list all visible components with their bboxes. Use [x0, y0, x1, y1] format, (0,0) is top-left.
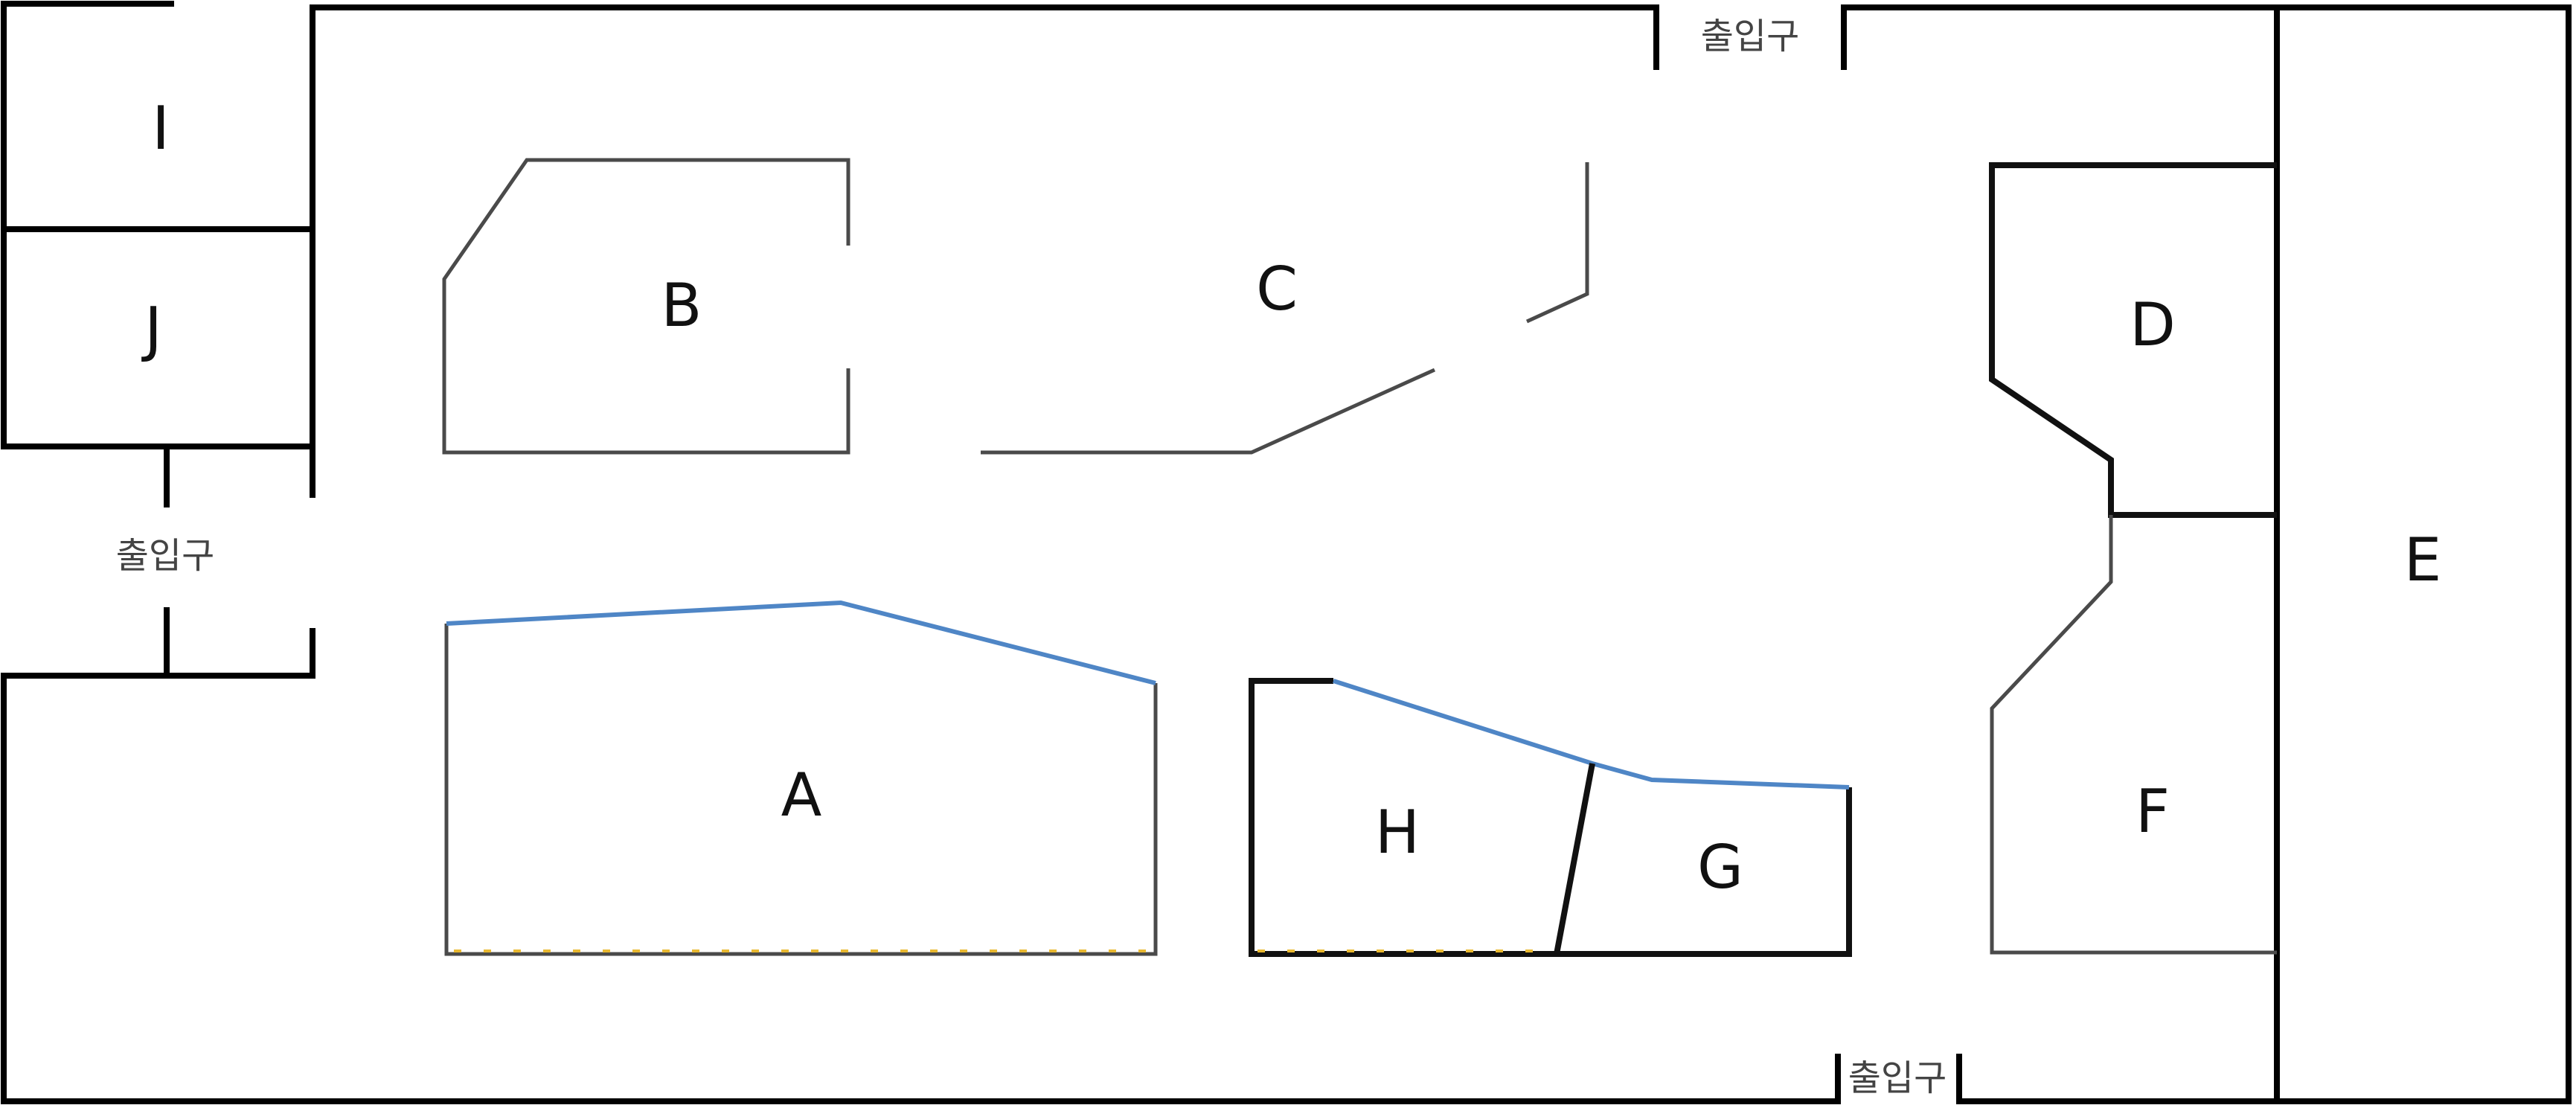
zone-a-top-edge	[446, 600, 1156, 685]
entrance-label-top: 출입구	[1701, 16, 1799, 57]
zones-d-f	[1989, 162, 2277, 955]
zone-h-g-divider	[1554, 763, 1595, 955]
zone-label-e: E	[2404, 525, 2442, 595]
zone-a-outline	[444, 624, 1158, 956]
zones-h-g	[1249, 678, 1852, 957]
outer-wall-top-left	[310, 4, 1659, 70]
zone-b-outline	[442, 158, 850, 455]
zone-a	[444, 600, 1158, 956]
entrance-label-bottom: 출입구	[1848, 1057, 1947, 1099]
zone-c-outline	[1525, 162, 1589, 324]
zone-label-g: G	[1697, 833, 1743, 902]
zone-label-i: I	[152, 94, 170, 163]
zone-c-outline-lower	[981, 368, 1436, 455]
zone-label-j: J	[141, 295, 162, 364]
outer-wall-top-right	[1841, 4, 2572, 1104]
zone-label-c: C	[1256, 254, 1298, 324]
zone-label-a: A	[781, 760, 822, 830]
zone-label-h: H	[1375, 798, 1420, 867]
outer-wall-bottom-left	[1, 628, 1841, 1104]
zone-label-b: B	[661, 271, 702, 340]
zone-hg-top-edge	[1333, 679, 1850, 790]
zone-label-d: D	[2130, 290, 2176, 359]
zone-hg-outline	[1249, 678, 1852, 957]
zone-label-f: F	[2136, 777, 2170, 846]
zone-f-outline	[1990, 515, 2277, 955]
entrance-label-left: 출입구	[116, 535, 214, 577]
outer-wall-left	[1, 1, 315, 449]
zone-d-outline	[1989, 162, 2277, 518]
